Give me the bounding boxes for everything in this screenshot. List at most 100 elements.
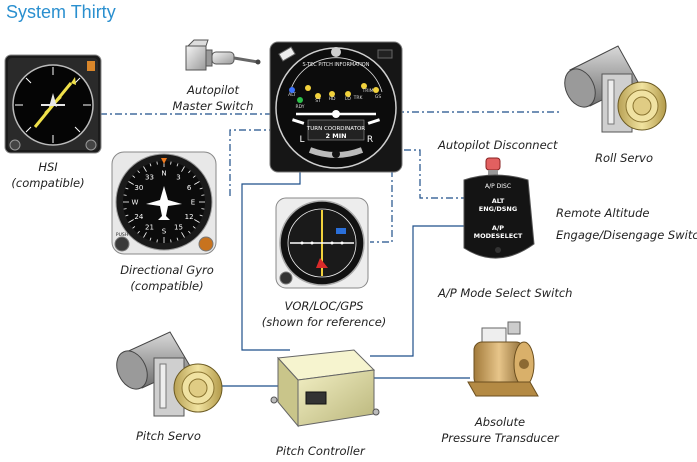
dg-tick [125,214,129,217]
dg-heading-label: 33 [145,173,154,181]
tc-top-arc [289,57,383,93]
annunciator-light [345,91,351,97]
annunciator-label: TRK [353,95,364,101]
dg-tick [128,181,134,185]
annunciator-label: GS [375,94,381,100]
dg-tick [181,232,185,238]
hsi-instrument [4,54,102,154]
label-ams-line1: Autopilot [187,83,239,97]
annunciator-light [297,97,303,103]
annunciator-light [329,91,335,97]
wire-tc-to-pitch-controller [241,168,301,351]
tc-label-turn-coordinator: TURN COORDINATOR [306,126,365,132]
dg-tick [156,161,158,165]
dg-tick [125,187,129,190]
page-title: System Thirty [6,2,116,22]
label-hsi-line1: HSI [38,160,58,174]
dg-tick [143,166,147,172]
annunciator-light [361,83,367,89]
annunciator-label: TRIM [361,88,373,94]
label-pt-line1: Absolute [474,415,526,429]
dg-tick [188,170,191,174]
dg-tick [181,166,185,172]
dg-heading-label: S [162,228,167,236]
wiring [100,111,560,387]
annunciator-label: ALT [288,92,296,98]
mode-switch-line: MODESELECT [474,232,523,240]
pitch-controller [270,349,380,428]
dg-heading-label: 30 [134,184,143,192]
tc-right-label: R [367,135,373,145]
dg-tick [192,175,196,178]
tc-left-label: L [299,135,304,145]
dg-heading-label: N [161,170,166,178]
roll-servo [564,45,667,133]
label-pt-line2: Pressure Transducer [441,431,559,445]
dg-heading-label: 12 [185,213,194,221]
dg-tick [199,187,203,190]
label-roll-servo: Roll Servo [595,151,654,165]
wire-tc-to-modeswitch [404,149,467,199]
dg-tick [201,194,205,196]
dg-tick [194,181,200,185]
pitch-servo [116,331,223,417]
label-dg-line1: Directional Gyro [120,263,214,277]
label-pitch-controller: Pitch Controller [276,444,365,458]
wire-dg-to-tc [229,129,272,196]
mode-switch-line: A/P [492,224,504,232]
dg-tick [137,170,140,174]
annunciator-label: RDY [295,104,304,110]
annunciator-light [373,87,379,93]
annunciator-label: LO [345,96,351,102]
ap-mode-select-switch: A/P DISC ALT ENG/DSNG A/P MODESELECT [463,157,535,259]
dg-tick [156,239,158,243]
dg-heading-label: 6 [187,184,192,192]
tc-top-text: S-TEC PITCH INFORMATION [303,62,370,68]
dg-tick [194,219,200,223]
dg-heading-label: W [132,199,139,207]
dg-tick [176,237,179,241]
label-vor-loc-gps: VOR/LOC/GPS (shown for reference) [254,298,394,330]
dg-heading-label: 3 [176,173,180,181]
turn-coordinator: S-TEC PITCH INFORMATION RDY ALT ST HD LO… [269,41,403,173]
ap-disc-label: A/P DISC [485,183,511,190]
annunciator-label: ST [315,98,321,104]
dg-tick [149,163,152,167]
vor-loc-gps-indicator [275,197,369,289]
dg-tick [201,208,205,210]
dg-heading-label: E [191,199,195,207]
label-ap-mode-select-switch: A/P Mode Select Switch [438,286,573,300]
dg-tick [128,219,134,223]
label-directional-gyro: Directional Gyro (compatible) [104,262,230,294]
dg-heading-label: 21 [145,224,154,232]
label-hsi: HSI (compatible) [8,159,88,191]
mode-switch-line: ENG/DSNG [479,205,517,213]
annunciator-label: HD [329,96,336,102]
dg-tick [132,175,136,178]
label-hsi-line2: (compatible) [11,176,85,190]
dg-tick [143,232,147,238]
dg-tick [176,163,179,167]
dg-tick [137,230,140,234]
dg-tick [123,208,127,210]
annunciator-light [305,85,311,91]
mode-switch-line: ALT [492,197,505,205]
label-pressure-transducer: Absolute Pressure Transducer [436,414,564,446]
label-vor-line1: VOR/LOC/GPS [284,299,364,313]
dg-heading-label: 15 [174,224,183,232]
annunciator-light [289,87,295,93]
wire-tc-to-vor [370,170,393,243]
dg-tick [199,214,203,217]
dg-tick [170,239,172,243]
dg-tick [123,194,127,196]
label-ams-line2: Master Switch [172,99,254,113]
wire-modeswitch-to-controller [370,225,470,357]
label-autopilot-master-switch: Autopilot Master Switch [158,82,268,114]
dg-tick [132,226,136,229]
label-ra-line2: Engage/Disengage Switch [556,228,697,242]
label-pitch-servo: Pitch Servo [136,429,201,443]
dg-push-label: PUSH [116,232,128,238]
